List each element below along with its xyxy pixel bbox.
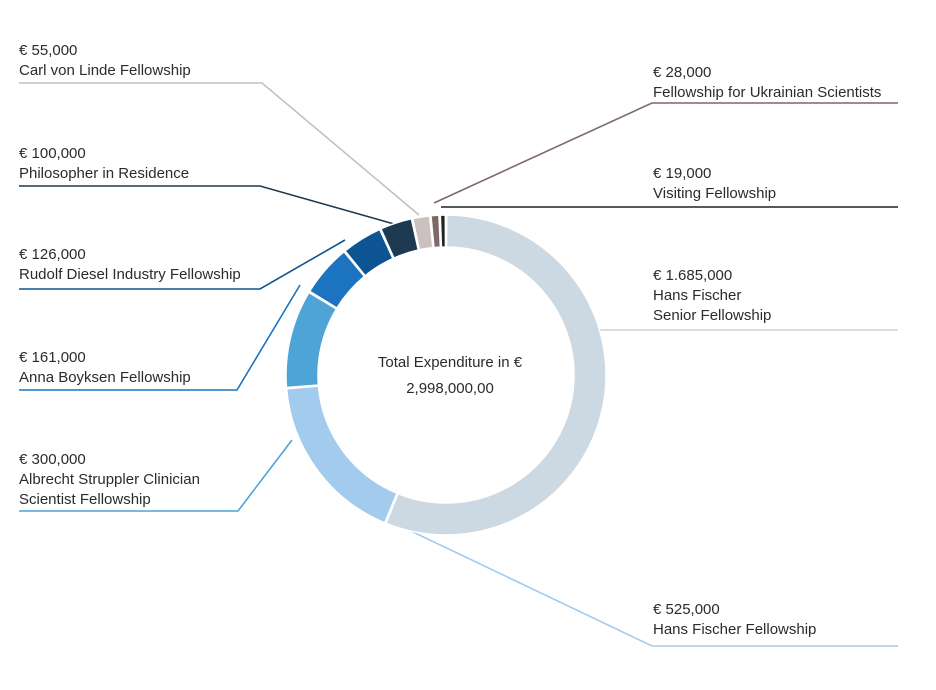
slice-name: Senior Fellowship: [653, 307, 772, 324]
slice-name: Carl von Linde Fellowship: [19, 62, 191, 79]
connector-line-4: [19, 284, 301, 391]
donut-slice-4: [308, 250, 366, 310]
slice-value: € 300,000: [19, 451, 86, 468]
slice-name: Hans Fischer Fellowship: [653, 621, 817, 638]
slice-name: Anna Boyksen Fellowship: [19, 369, 191, 386]
slice-value: € 19,000: [653, 165, 712, 182]
connector-line-6: [19, 185, 395, 225]
slice-value: € 28,000: [653, 64, 712, 81]
connector-line-8: [433, 102, 898, 204]
connector-line-7: [19, 82, 420, 216]
donut-slice-1: [385, 214, 607, 536]
connector-line-2: [391, 521, 898, 647]
slice-name: Scientist Fellowship: [19, 491, 151, 508]
slice-value: € 525,000: [653, 601, 720, 618]
slice-name: Rudolf Diesel Industry Fellowship: [19, 266, 241, 283]
slice-value: € 55,000: [19, 42, 78, 59]
slice-name: Fellowship for Ukrainian Scientists: [653, 84, 882, 101]
donut-slice-2: [285, 385, 398, 524]
donut-slice-6: [379, 217, 420, 260]
donut-slice-8: [430, 214, 442, 249]
donut-slice-3: [285, 291, 338, 389]
slice-value: € 1.685,000: [653, 267, 733, 284]
connector-line-3: [19, 439, 293, 512]
slice-name: Albrecht Struppler Clinician: [19, 471, 200, 488]
center-title: Total Expenditure in €: [377, 354, 523, 371]
connector-line-5: [19, 239, 346, 290]
donut-slice-5: [343, 228, 394, 277]
slice-name: Hans Fischer: [653, 287, 742, 304]
center-total-value: 2,998,000,00: [406, 380, 494, 397]
donut-slice-9: [439, 214, 447, 248]
slice-value: € 126,000: [19, 246, 86, 263]
slice-value: € 100,000: [19, 145, 86, 162]
donut-slice-7: [411, 215, 434, 251]
slice-name: Visiting Fellowship: [653, 185, 777, 202]
slice-value: € 161,000: [19, 349, 86, 366]
slice-name: Philosopher in Residence: [19, 165, 190, 182]
